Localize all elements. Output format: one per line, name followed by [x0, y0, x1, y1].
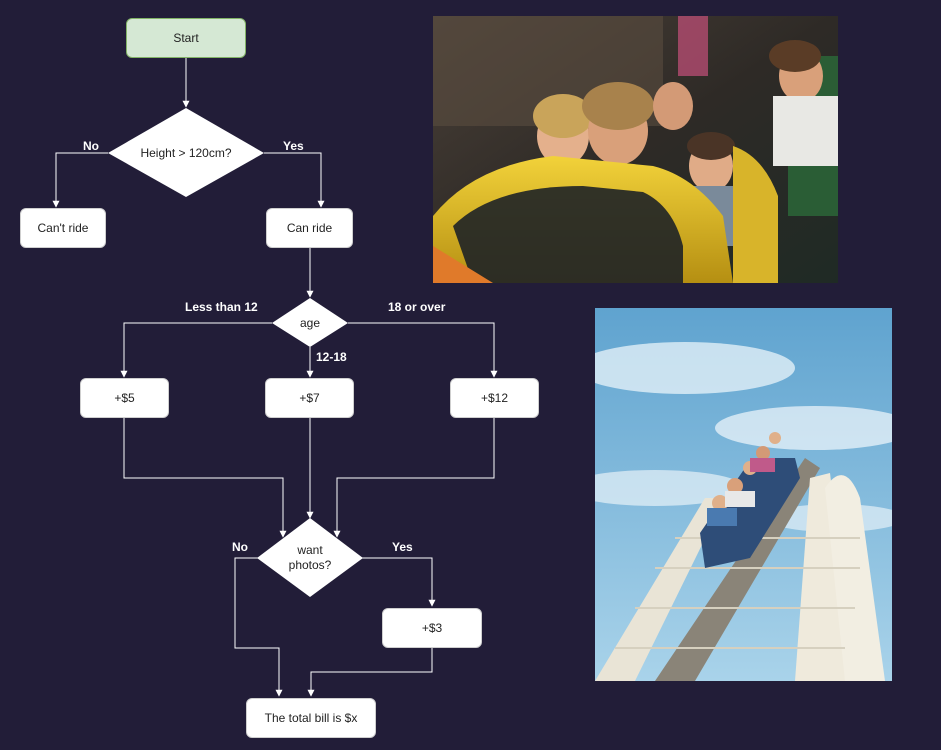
edge-label-height-yes: Yes	[283, 139, 304, 153]
edge-photos-yes	[362, 557, 436, 607]
can-ride-node[interactable]: Can ride	[266, 208, 353, 248]
decision-height-label: Height > 120cm?	[140, 145, 232, 160]
edge-label-age-12-18: 12-18	[316, 350, 347, 364]
price-18-over-node[interactable]: +$12	[450, 378, 539, 418]
price-12-18-node[interactable]: +$7	[265, 378, 354, 418]
edge-label-photos-yes: Yes	[392, 540, 413, 554]
photo-cost-node[interactable]: +$3	[382, 608, 482, 648]
edge-age-18-over	[348, 322, 498, 378]
cant-ride-node[interactable]: Can't ride	[20, 208, 106, 248]
edge-3-to-total	[307, 647, 433, 697]
start-node[interactable]: Start	[126, 18, 246, 58]
roller-coaster-sky-photo	[595, 308, 892, 681]
decision-age-label: age	[299, 315, 321, 330]
decision-height-shape[interactable]	[108, 108, 264, 197]
edge-label-age-18-over: 18 or over	[388, 300, 446, 314]
decision-age-shape[interactable]	[272, 298, 348, 347]
edge-label-photos-no: No	[232, 540, 248, 554]
family-roller-coaster-photo	[433, 16, 838, 283]
total-bill-node[interactable]: The total bill is $x	[246, 698, 376, 738]
edge-5-to-photos	[123, 417, 287, 538]
edge-height-yes	[264, 152, 325, 208]
edge-photos-no	[234, 557, 283, 697]
edge-age-less-12	[120, 322, 272, 378]
edge-12-to-photos	[333, 417, 495, 538]
edge-height-no	[52, 152, 108, 208]
decision-photos-shape[interactable]	[257, 518, 363, 597]
price-under-12-node[interactable]: +$5	[80, 378, 169, 418]
decision-photos-label: want photos?	[288, 543, 332, 572]
edge-label-age-less-12: Less than 12	[185, 300, 258, 314]
edge-label-height-no: No	[83, 139, 99, 153]
